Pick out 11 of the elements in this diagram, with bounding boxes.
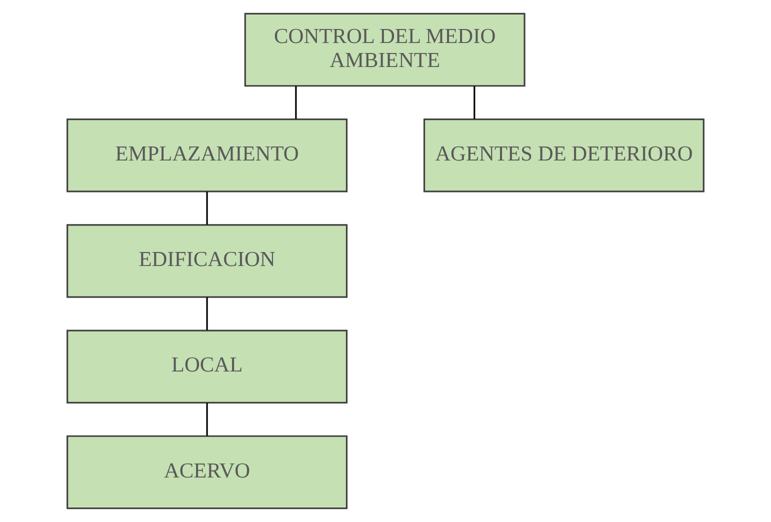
- node-box: AGENTES DE DETERIORO: [423, 118, 704, 192]
- connector: [206, 192, 208, 225]
- node-box: LOCAL: [66, 330, 348, 404]
- node-box: EMPLAZAMIENTO: [66, 118, 348, 192]
- connector: [206, 402, 208, 436]
- connector: [295, 86, 297, 119]
- node-box: CONTROL DEL MEDIO AMBIENTE: [244, 12, 526, 87]
- node-box: EDIFICACION: [66, 224, 348, 298]
- connector: [206, 297, 208, 330]
- node-box: ACERVO: [66, 435, 348, 510]
- connector: [474, 86, 476, 119]
